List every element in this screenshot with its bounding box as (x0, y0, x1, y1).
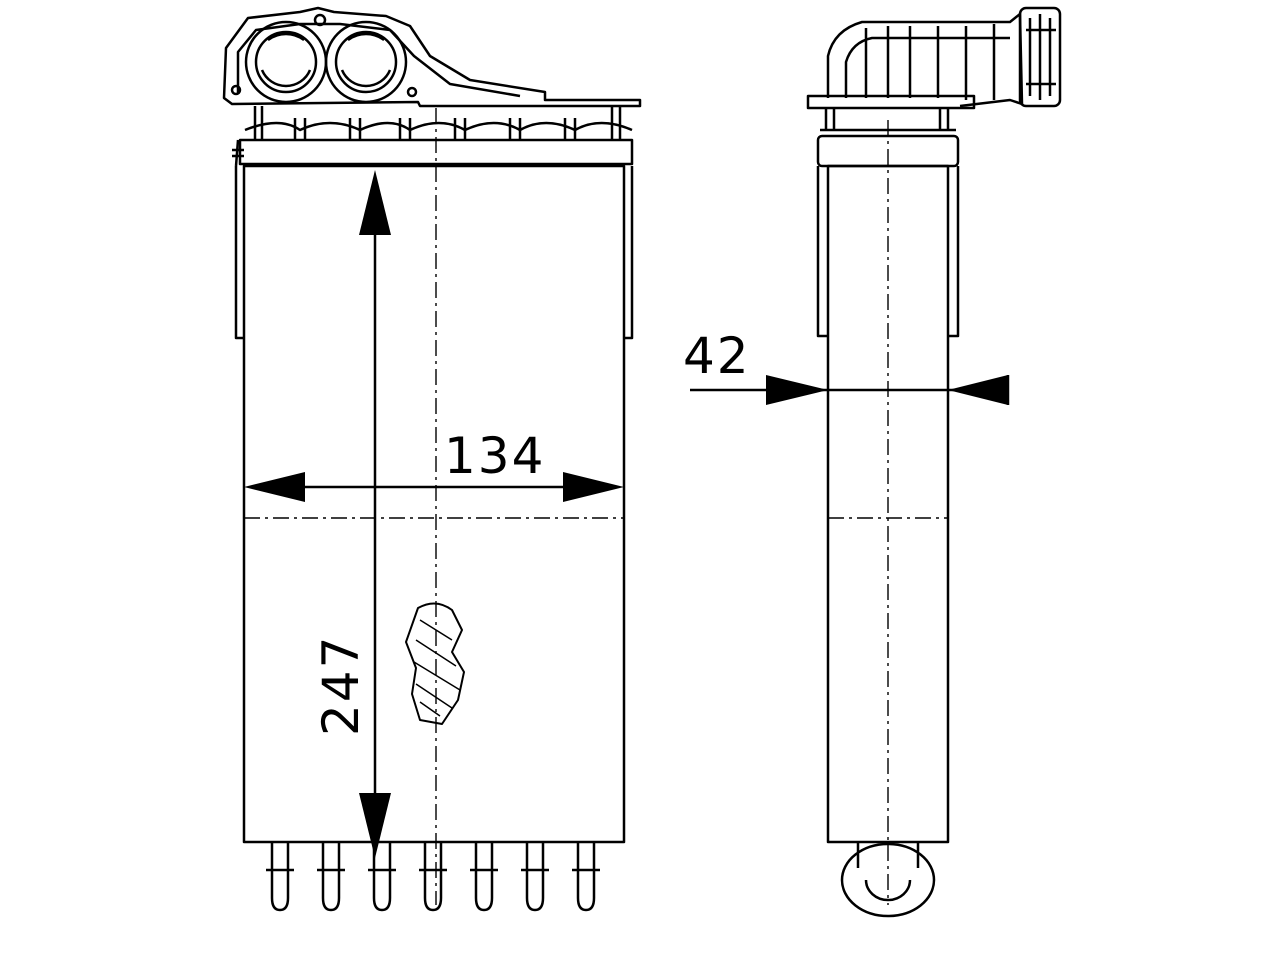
core-marking (405, 602, 465, 725)
outlet-port-detail (340, 32, 392, 88)
front-centerlines (244, 108, 624, 905)
dimension-depth: 42 (683, 327, 1010, 405)
height-arrow-bottom (359, 793, 391, 858)
side-connector-ribs (1026, 14, 1056, 100)
width-label: 134 (444, 427, 545, 485)
flange-bolt-hole (313, 13, 327, 27)
outlet-port (334, 30, 398, 94)
front-flange (222, 6, 642, 108)
side-return-bend (840, 842, 936, 918)
outlet-port-ring (324, 20, 408, 104)
depth-label: 42 (683, 327, 751, 385)
inlet-port (254, 30, 318, 94)
core-body (242, 164, 626, 844)
side-return-bend-inner (864, 879, 912, 902)
side-plate-right (624, 166, 634, 340)
side-core-body (826, 164, 950, 844)
dimension-height: 247 (312, 170, 391, 858)
width-arrow-left (244, 472, 305, 502)
front-flange-inner (236, 22, 521, 98)
side-plate-left (234, 166, 244, 340)
dimension-width: 134 (244, 427, 624, 502)
header-tank-crimp (244, 121, 633, 132)
height-arrow-top (359, 170, 391, 235)
side-connector (1018, 6, 1062, 108)
front-view (222, 6, 642, 912)
side-flange-plate (806, 94, 976, 110)
side-view (806, 6, 1062, 918)
header-clip (232, 139, 244, 167)
flange-bolt-hole (230, 84, 242, 96)
core-marking-hatch (413, 619, 461, 717)
depth-arrow-right (948, 375, 1008, 405)
flange-bolt-hole (406, 86, 418, 98)
side-centerlines (828, 120, 948, 905)
width-arrow-right (563, 472, 624, 502)
inlet-port-detail (260, 32, 312, 88)
side-elbow-inner (844, 24, 1010, 100)
side-plates (816, 166, 960, 338)
depth-arrow-left (766, 375, 828, 405)
bottom-tube-ends (270, 842, 596, 912)
height-label: 247 (312, 635, 370, 736)
side-flange-studs (820, 108, 956, 132)
